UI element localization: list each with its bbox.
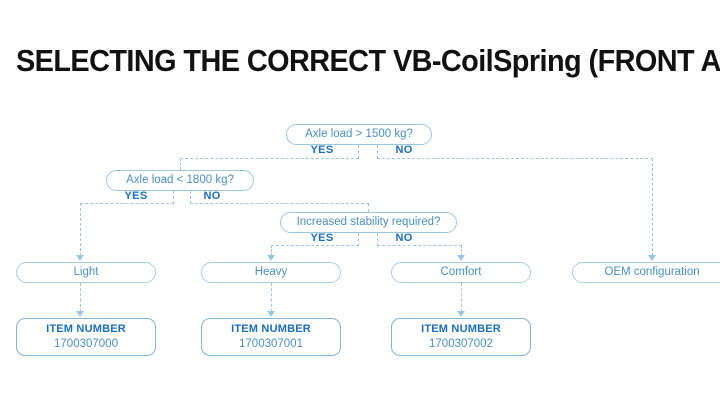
decision-node-axle-load-1500[interactable]: Axle load > 1500 kg? — [286, 124, 432, 145]
arrowhead-item-comfort — [457, 311, 465, 317]
connector-heavy-to-item — [271, 283, 272, 312]
result-label: OEM configuration — [604, 265, 700, 278]
item-number-caption: ITEM NUMBER — [46, 322, 126, 335]
item-number-caption: ITEM NUMBER — [421, 322, 501, 335]
decision-node-axle-load-1800[interactable]: Axle load < 1800 kg? — [106, 170, 254, 191]
arrowhead-oem — [648, 255, 656, 261]
connector-d1-yes-drop — [180, 158, 181, 170]
connector-light-to-item — [80, 283, 81, 312]
connector-d2-yes-stub — [173, 191, 174, 204]
item-number-box-comfort[interactable]: ITEM NUMBER 1700307002 — [391, 318, 531, 356]
item-number-box-light[interactable]: ITEM NUMBER 1700307000 — [16, 318, 156, 356]
item-number-value: 1700307002 — [429, 337, 493, 350]
connector-d3-yes-rail — [271, 245, 359, 246]
connector-d3-yes-stub — [358, 233, 359, 246]
branch-label-no-axle-load-1800: NO — [203, 190, 221, 202]
connector-d1-no-drop — [652, 158, 653, 256]
page-title: SELECTING THE CORRECT VB-CoilSpring (FRO… — [16, 43, 720, 78]
result-node-comfort[interactable]: Comfort — [391, 262, 531, 283]
item-number-value: 1700307001 — [239, 337, 303, 350]
connector-d2-no-stub — [190, 191, 191, 204]
result-node-oem[interactable]: OEM configuration — [572, 262, 720, 283]
decision-label: Axle load > 1500 kg? — [305, 127, 413, 140]
result-label: Heavy — [254, 265, 288, 278]
result-node-light[interactable]: Light — [16, 262, 156, 283]
decision-label: Increased stability required? — [296, 215, 441, 228]
connector-d2-no-drop — [368, 203, 369, 212]
branch-label-yes-increased-stability: YES — [310, 232, 334, 244]
item-number-box-heavy[interactable]: ITEM NUMBER 1700307001 — [201, 318, 341, 356]
decision-node-increased-stability[interactable]: Increased stability required? — [280, 212, 457, 233]
connector-d3-yes-drop — [271, 245, 272, 256]
connector-d1-no-stub — [377, 145, 378, 159]
decision-label: Axle load < 1800 kg? — [126, 173, 234, 186]
result-label: Light — [73, 265, 99, 278]
result-node-heavy[interactable]: Heavy — [201, 262, 341, 283]
connector-d3-no-rail — [377, 245, 462, 246]
connector-d2-no-rail — [190, 203, 369, 204]
branch-label-yes-axle-load-1500: YES — [310, 144, 334, 156]
connector-d1-yes-stub — [358, 145, 359, 159]
connector-d2-yes-drop — [80, 203, 81, 256]
arrowhead-comfort — [457, 255, 465, 261]
arrowhead-heavy — [267, 255, 275, 261]
connector-d1-yes-rail — [180, 158, 359, 159]
item-number-caption: ITEM NUMBER — [231, 322, 311, 335]
connector-d3-no-stub — [377, 233, 378, 246]
branch-label-no-axle-load-1500: NO — [395, 144, 413, 156]
connector-comfort-to-item — [461, 283, 462, 312]
branch-label-no-increased-stability: NO — [395, 232, 413, 244]
branch-label-yes-axle-load-1800: YES — [124, 190, 148, 202]
result-label: Comfort — [440, 265, 482, 278]
connector-d1-no-rail — [377, 158, 653, 159]
arrowhead-item-light — [76, 311, 84, 317]
connector-d3-no-drop — [461, 245, 462, 256]
arrowhead-item-heavy — [267, 311, 275, 317]
connector-d2-yes-rail — [80, 203, 174, 204]
arrowhead-light — [76, 255, 84, 261]
item-number-value: 1700307000 — [54, 337, 118, 350]
